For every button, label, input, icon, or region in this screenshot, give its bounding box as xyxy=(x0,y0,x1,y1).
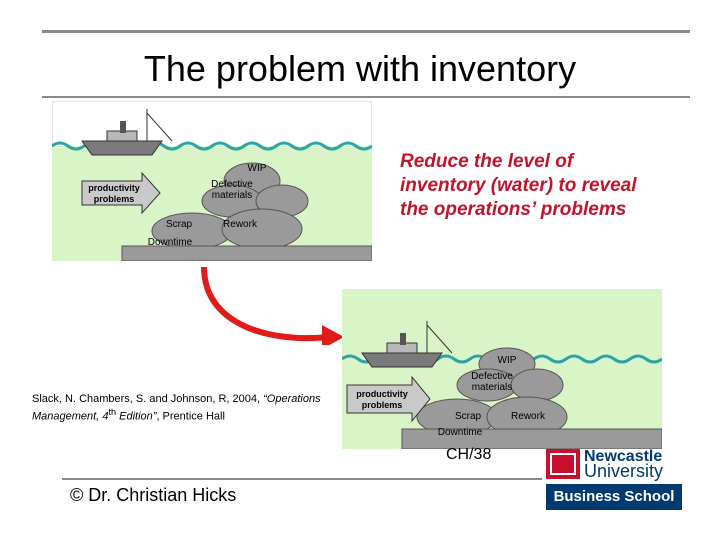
rocks-pile xyxy=(121,162,372,261)
rock-label-scrap: Scrap xyxy=(455,411,482,422)
productivity-arrow xyxy=(346,375,431,423)
citation: Slack, N. Chambers, S. and Johnson, R, 2… xyxy=(32,393,332,424)
author-name: Dr. Christian Hicks xyxy=(88,485,237,505)
citation-sup: th xyxy=(108,407,117,417)
rock-label-downtime: Downtime xyxy=(438,427,483,438)
rock-label-downtime: Downtime xyxy=(148,237,193,248)
ship-icon xyxy=(361,321,453,368)
logo-business-school: Business School xyxy=(546,484,682,510)
citation-work: “Operations Management, 4 xyxy=(32,393,321,423)
crest-icon xyxy=(546,449,580,479)
citation-authors: Slack, N. Chambers, S. and Johnson, R, 2… xyxy=(32,393,261,405)
ship-icon xyxy=(81,109,173,156)
logo-line-2: University xyxy=(584,461,664,481)
rock-label-wip: WIP xyxy=(498,355,517,366)
footer-rule xyxy=(62,478,542,480)
copyright-symbol: © xyxy=(70,485,84,505)
productivity-arrow xyxy=(81,171,161,215)
rock-label-rework: Rework xyxy=(511,411,546,422)
rocks-pile xyxy=(401,347,662,449)
slide-reference: CH/38 xyxy=(446,446,492,463)
citation-publisher: , Prentice Hall xyxy=(156,410,225,423)
logo-line-1: Newcastle xyxy=(584,448,663,465)
callout-text: Reduce the level of inventory (water) to… xyxy=(400,151,637,220)
footer-credit: © Dr. Christian Hicks xyxy=(70,485,236,506)
citation-edition: Edition” xyxy=(116,410,157,423)
title-rule xyxy=(42,96,690,98)
rock-label-scrap: Scrap xyxy=(166,219,193,230)
slide-title: The problem with inventory xyxy=(143,48,577,89)
top-rule xyxy=(42,30,690,33)
university-logo: Newcastle University Business School xyxy=(546,448,682,518)
rock-label-wip: WIP xyxy=(248,163,267,174)
transition-arrow xyxy=(201,266,344,345)
rock-label-rework: Rework xyxy=(223,219,258,230)
